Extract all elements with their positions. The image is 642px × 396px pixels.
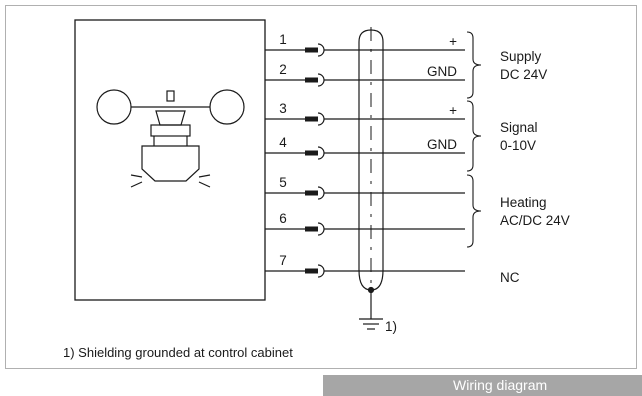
pin-number: 2 [279,62,287,77]
group-label-line1: Supply [500,49,542,64]
pin-contact [305,116,318,122]
caption-text: Wiring diagram [453,377,548,393]
group-label-line2: 0-10V [500,138,536,153]
sensor-housing-box [74,19,266,301]
group-brace [466,174,482,248]
wire-2: 2 GND [265,62,465,87]
group-brace [466,31,482,99]
pin-number: 6 [279,211,287,226]
group-2: Signal 0-10V [466,100,538,172]
socket-icon [317,222,325,236]
nc-label: NC [500,270,520,285]
socket-icon [317,112,325,126]
socket-icon [317,43,325,57]
group-label-line1: Signal [500,120,538,135]
caption-bar: Wiring diagram [323,375,642,396]
socket-icon [317,264,325,278]
socket-icon [317,146,325,160]
socket-icon [317,186,325,200]
socket-icon [317,73,325,87]
anemometer-icon [96,89,245,188]
pin-contact [305,47,318,53]
wire-1: 1+ [265,32,465,57]
footnote: 1) Shielding grounded at control cabinet [63,345,293,360]
wire-7: 7 [265,253,465,278]
ground-symbol [359,286,383,330]
pin-contact [305,268,318,274]
wire-5: 5 [265,175,465,200]
wire-3: 3+ [265,101,465,126]
group-label-line1: Heating [500,195,547,210]
pin-number: 3 [279,101,287,116]
pin-number: 5 [279,175,287,190]
pin-contact [305,226,318,232]
pin-contact [305,190,318,196]
group-1: Supply DC 24V [466,31,547,99]
group-brace [466,100,482,172]
wire-4: 4 GND [265,135,465,160]
polarity-label: + [449,34,457,49]
shield-ref-label: 1) [385,319,397,334]
pin-contact [305,150,318,156]
wire-6: 6 [265,211,465,236]
polarity-label: GND [427,64,457,79]
group-label-line2: AC/DC 24V [500,213,570,228]
polarity-label: + [449,103,457,118]
pin-number: 1 [279,32,287,47]
cable-shield [358,29,384,291]
polarity-label: GND [427,137,457,152]
pin-contact [305,77,318,83]
frame-border [5,5,637,369]
pin-number: 4 [279,135,287,150]
group-label-line2: DC 24V [500,67,547,82]
pin-number: 7 [279,253,287,268]
